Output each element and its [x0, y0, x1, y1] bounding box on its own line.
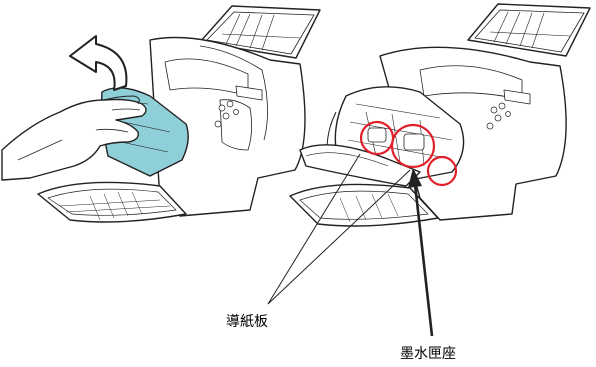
output-tray-left [37, 181, 187, 223]
callout-lines [267, 153, 411, 305]
leader-line-guide-2 [267, 169, 411, 305]
hand-illustration [1, 95, 147, 181]
curved-arrow-icon [69, 35, 128, 91]
leader-line-guide-1 [267, 153, 361, 305]
label-ink-cartridge-holder: 墨水匣座 [400, 346, 456, 362]
highlight-circles [359, 120, 458, 187]
highlight-circle-side [426, 155, 458, 187]
leader-arrow-ink [408, 168, 434, 337]
scanner-left [1, 5, 321, 223]
highlight-circle-cartridge [390, 123, 436, 169]
paper-chute-right [467, 3, 591, 57]
paper-chute-left [199, 5, 321, 59]
paper-guide-right [289, 144, 439, 227]
scanner-body-left [149, 36, 306, 217]
scanner-right [289, 3, 591, 227]
label-paper-guide: 導紙板 [226, 314, 268, 330]
